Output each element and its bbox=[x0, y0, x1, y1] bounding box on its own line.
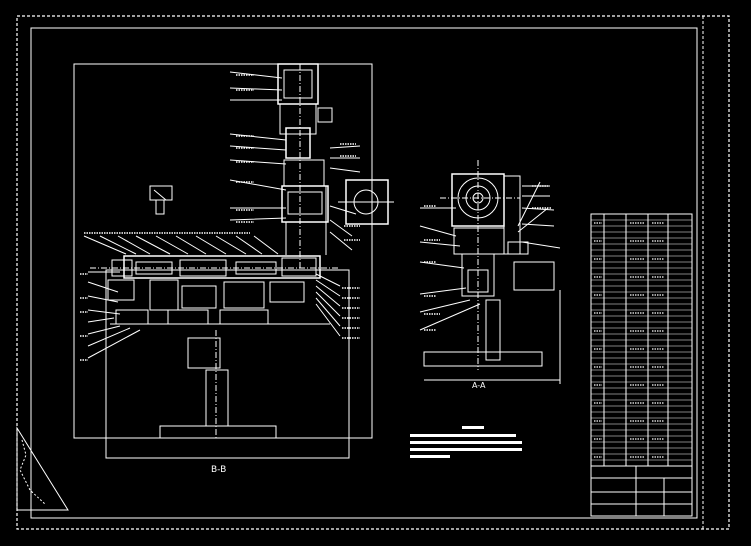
sheet-inner-border bbox=[30, 27, 698, 519]
parts-list-illegible-text bbox=[594, 222, 664, 458]
parts-list-rows bbox=[591, 219, 692, 461]
aa-base-plate bbox=[423, 351, 543, 367]
section-bb-label: B-B bbox=[211, 465, 227, 475]
technical-notes-block bbox=[410, 426, 522, 458]
bb-base-plate bbox=[159, 425, 277, 439]
corner-mark bbox=[16, 426, 69, 511]
bb-shaft-housing bbox=[123, 255, 321, 279]
title-block bbox=[590, 465, 693, 517]
callout-illegible-labels bbox=[80, 74, 552, 361]
sheet-outer-border bbox=[16, 15, 730, 530]
section-aa-label: A-A bbox=[472, 381, 486, 390]
